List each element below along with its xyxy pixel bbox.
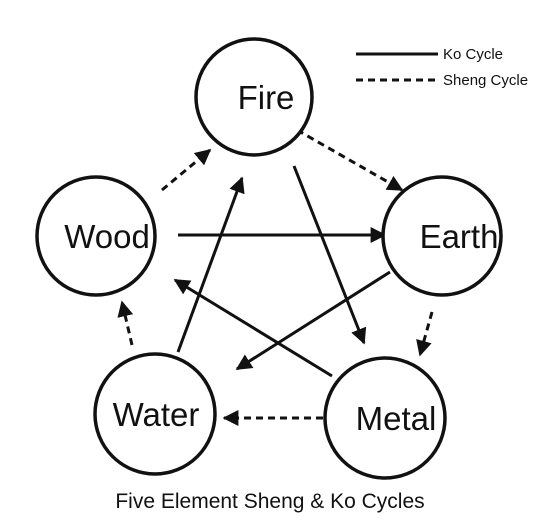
fire-label: Fire: [238, 79, 295, 116]
ko-arrow-earth-water: [235, 270, 391, 371]
sheng-arrow-wood-fire: [161, 148, 212, 192]
wood-label: Wood: [64, 218, 150, 255]
earth-circle: [381, 175, 503, 297]
node-earth: Earth: [381, 175, 503, 297]
sheng-arrow-water-wood: [117, 300, 134, 346]
metal-circle: [323, 356, 447, 480]
ko-legend-label: Ko Cycle: [443, 46, 503, 63]
wood-circle: [35, 175, 157, 297]
ko-arrow-water-fire: [176, 176, 245, 353]
fire-circle: [194, 37, 314, 157]
sheng-arrow-earth-metal: [416, 311, 434, 357]
node-metal: Metal: [323, 356, 447, 480]
water-label: Water: [113, 396, 200, 433]
legend: Ko Cycle Sheng Cycle: [356, 46, 528, 89]
sheng-arrow-fire-earth: [296, 128, 404, 192]
water-circle: [93, 352, 217, 476]
ko-arrow-fire-metal: [292, 165, 367, 345]
node-fire: Fire: [194, 37, 314, 157]
metal-label: Metal: [356, 400, 437, 437]
diagram-caption: Five Element Sheng & Ko Cycles: [115, 490, 424, 513]
ko-cycle-arrows: [173, 165, 391, 378]
ko-arrow-metal-wood: [173, 278, 333, 378]
earth-label: Earth: [420, 218, 499, 255]
sheng-cycle-arrows: [117, 128, 434, 426]
sheng-legend-label: Sheng Cycle: [443, 72, 528, 89]
node-water: Water: [93, 352, 217, 476]
node-wood: Wood: [35, 175, 157, 297]
